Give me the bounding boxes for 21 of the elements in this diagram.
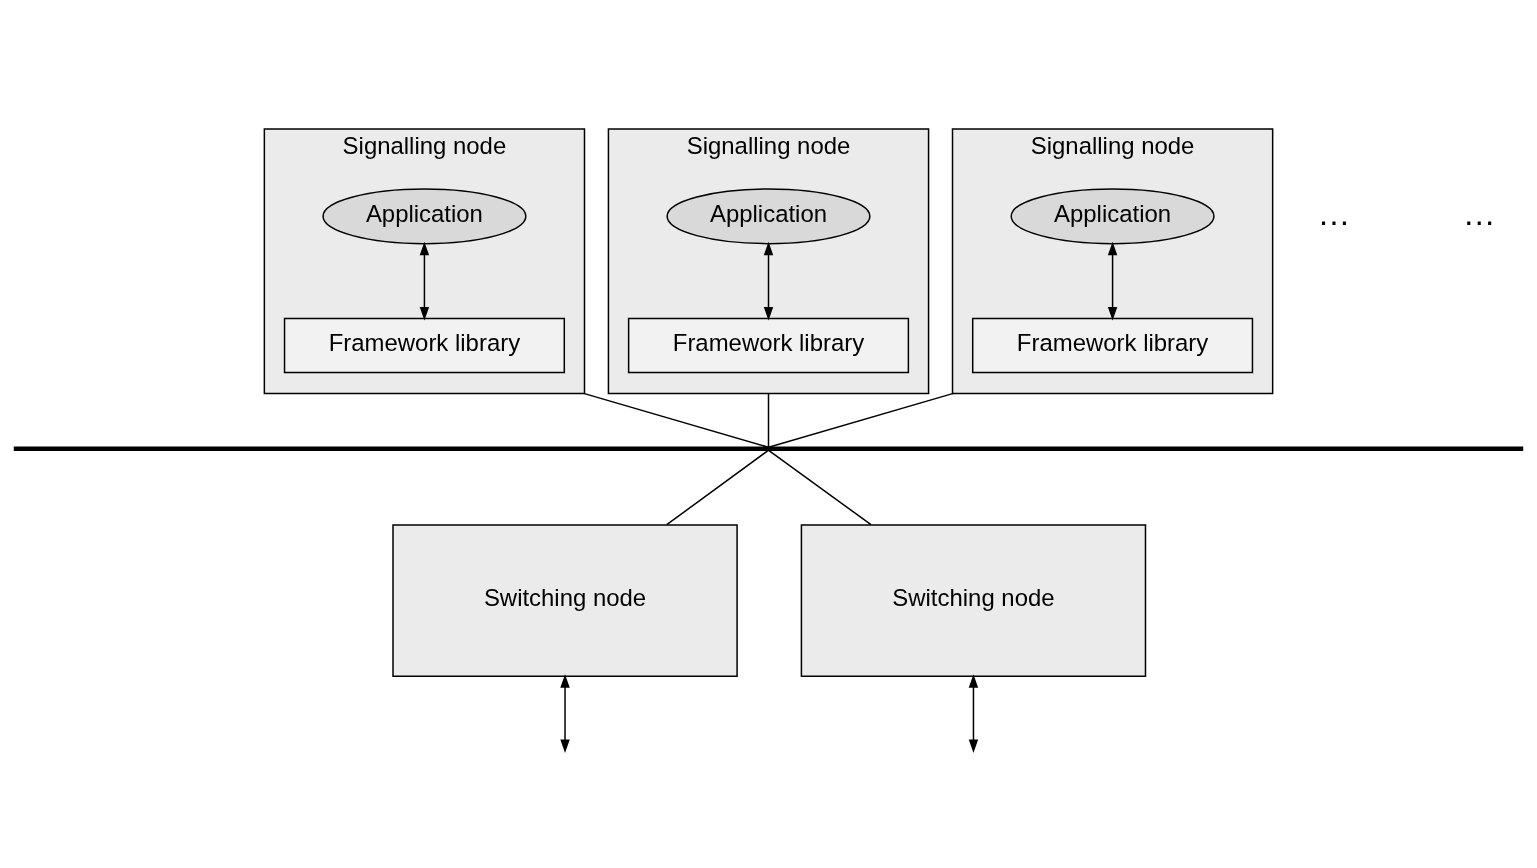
- node-ellipse: Application: [322, 187, 527, 244]
- node-box: Switching node: [800, 523, 1147, 677]
- node-box: Framework library: [283, 317, 566, 373]
- connector: [767, 449, 872, 525]
- arrow: [968, 673, 979, 753]
- node-box: Framework library: [627, 317, 910, 373]
- connector: [582, 392, 770, 448]
- arrow: [419, 241, 430, 321]
- label: …: [1317, 194, 1351, 232]
- node-box: Framework library: [971, 317, 1254, 373]
- node-ellipse: Application: [1010, 187, 1215, 244]
- connector: [666, 449, 770, 525]
- connector: [767, 392, 770, 448]
- node-box: Switching node: [392, 523, 738, 677]
- label: …: [1462, 194, 1496, 232]
- arrow: [763, 241, 774, 321]
- connector: [767, 392, 955, 448]
- arrow: [560, 673, 570, 753]
- node-ellipse: Application: [666, 187, 871, 244]
- arrow: [1107, 241, 1118, 321]
- node-bar: [13, 446, 1524, 451]
